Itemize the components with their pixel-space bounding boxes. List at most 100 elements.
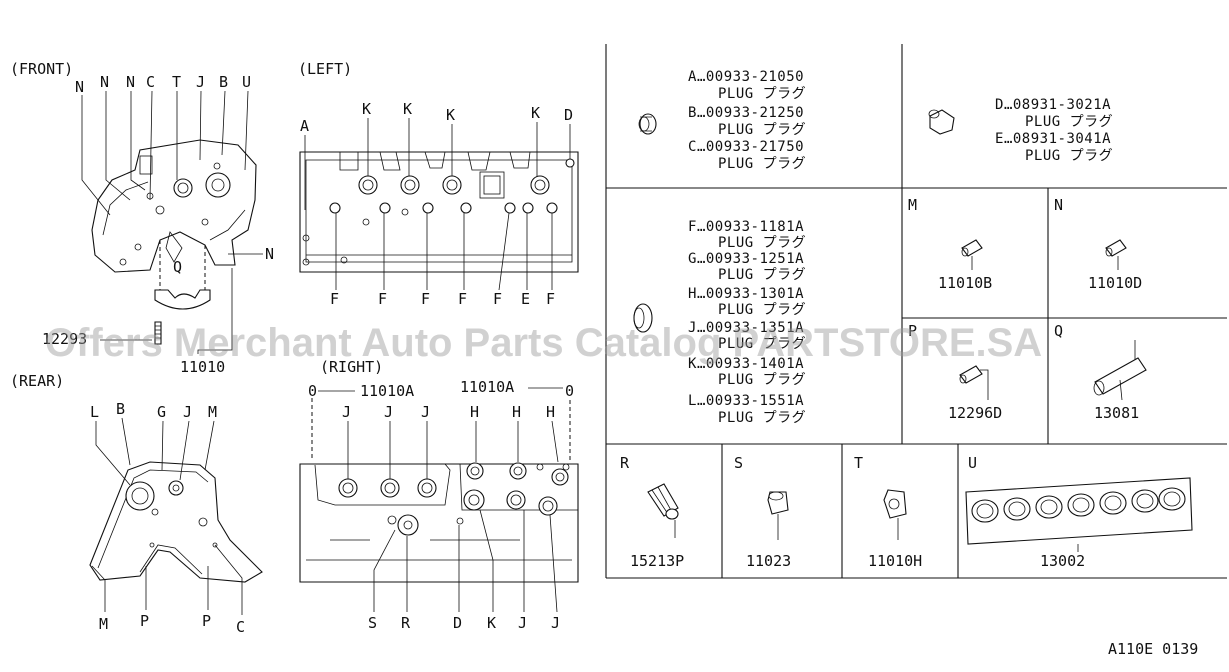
left-callout: F <box>458 290 467 308</box>
cell-r-letter: R <box>620 454 630 472</box>
front-callout: Q <box>173 258 182 276</box>
cell-n-letter: N <box>1054 196 1063 214</box>
cell-m-part: 11010B <box>938 274 992 292</box>
right-ref-left-mark: 0 <box>308 382 317 400</box>
left-callout: E <box>521 290 530 308</box>
left-callout: K <box>446 106 455 124</box>
plug-b-desc: PLUG プラグ <box>718 122 806 138</box>
front-bolt-part-number: 12293 <box>42 330 87 348</box>
left-callout: K <box>403 100 412 118</box>
rear-callout: M <box>208 403 217 421</box>
right-callout: S <box>368 614 377 632</box>
front-callout: N <box>75 78 84 96</box>
left-view-title: (LEFT) <box>298 60 352 78</box>
cell-q-part: 13081 <box>1094 404 1139 422</box>
right-callout: J <box>342 403 351 421</box>
dowel-m-icon <box>961 239 983 270</box>
left-callout: D <box>564 106 573 124</box>
rear-view-title: (REAR) <box>10 372 64 390</box>
plug-fl-icon <box>633 303 653 333</box>
cell-n-part: 11010D <box>1088 274 1142 292</box>
right-ref-left: 11010A <box>360 382 414 400</box>
plug-a-desc: PLUG プラグ <box>718 86 806 102</box>
rear-callout: P <box>202 612 211 630</box>
plug-l-desc: PLUG プラグ <box>718 410 806 426</box>
right-callout: H <box>470 403 479 421</box>
front-callout: N <box>100 73 109 91</box>
cell-s-letter: S <box>734 454 743 472</box>
legend-table: A…00933-21050 PLUG プラグ B…00933-21250 PLU… <box>605 44 1227 579</box>
plug-h-part: H…00933-1301A <box>688 286 804 302</box>
rear-view: (REAR) L B G J M M P P C <box>10 372 263 636</box>
plug-c-desc: PLUG プラグ <box>718 156 806 172</box>
front-block-part-number: 11010 <box>180 358 225 376</box>
plug-f-part: F…00933-1181A <box>688 219 804 235</box>
rear-callout: B <box>116 400 125 418</box>
rear-callout: L <box>90 403 99 421</box>
figure-code: A110E 0139 <box>1108 640 1198 658</box>
dowel-p-icon <box>959 365 989 400</box>
plug-k-desc: PLUG プラグ <box>718 372 806 388</box>
cell-t-part: 11010H <box>868 552 922 570</box>
cell-t-letter: T <box>854 454 863 472</box>
cell-s-part: 11023 <box>746 552 791 570</box>
right-callout: H <box>546 403 555 421</box>
right-view-title: (RIGHT) <box>320 358 383 376</box>
plug-a-part: A…00933-21050 <box>688 69 804 85</box>
sleeve-t-icon <box>883 489 907 540</box>
plug-g-desc: PLUG プラグ <box>718 267 806 283</box>
front-view-title: (FRONT) <box>10 60 73 78</box>
dowel-pipe-q-icon <box>1093 340 1147 401</box>
front-callout: T <box>172 73 181 91</box>
rear-callout: C <box>236 618 245 636</box>
left-callout: F <box>330 290 339 308</box>
front-callout: C <box>146 73 155 91</box>
plug-d-part: D…08931-3021A <box>995 97 1111 113</box>
cell-q-letter: Q <box>1054 322 1063 340</box>
plug-f-desc: PLUG プラグ <box>718 235 806 251</box>
right-callout: J <box>421 403 430 421</box>
dowel-n-icon <box>1105 239 1127 270</box>
rear-callout: P <box>140 612 149 630</box>
plug-c-part: C…00933-21750 <box>688 139 804 155</box>
plug-d-desc: PLUG プラグ <box>1025 114 1113 130</box>
plug-j-part: J…00933-1351A <box>688 320 804 336</box>
right-view: (RIGHT) 0 11010A 11010A 0 J J J H H H S … <box>299 358 579 632</box>
sleeve-s-icon <box>767 491 789 540</box>
rear-callout: G <box>157 403 166 421</box>
right-callout: J <box>384 403 393 421</box>
plug-l-part: L…00933-1551A <box>688 393 804 409</box>
cell-p-part: 12296D <box>948 404 1002 422</box>
right-callout: J <box>518 614 527 632</box>
plug-j-desc: PLUG プラグ <box>718 336 806 352</box>
left-callout: A <box>300 117 309 135</box>
watermark: Offers Merchant Auto Parts Catalog PARTS… <box>45 321 1042 365</box>
bearing-set-u-icon <box>965 477 1193 552</box>
left-callout: F <box>546 290 555 308</box>
front-callout: B <box>219 73 228 91</box>
left-callout: F <box>421 290 430 308</box>
plug-e-desc: PLUG プラグ <box>1025 148 1113 164</box>
front-callout: N <box>265 245 274 263</box>
left-callout: F <box>493 290 502 308</box>
right-callout: R <box>401 614 411 632</box>
plug-de-icon <box>928 109 955 135</box>
plug-b-part: B…00933-21250 <box>688 105 804 121</box>
sensor-r-icon <box>647 483 679 538</box>
plug-abc-icon <box>638 113 657 135</box>
plug-k-part: K…00933-1401A <box>688 356 804 372</box>
rear-callout: M <box>99 615 108 633</box>
right-ref-right-mark: 0 <box>565 382 574 400</box>
left-callout: K <box>362 100 371 118</box>
front-callout: U <box>242 73 251 91</box>
right-callout: J <box>551 614 560 632</box>
left-callout: F <box>378 290 387 308</box>
plug-h-desc: PLUG プラグ <box>718 302 806 318</box>
cell-r-part: 15213P <box>630 552 684 570</box>
front-callout: N <box>126 73 135 91</box>
right-callout: H <box>512 403 521 421</box>
plug-g-part: G…00933-1251A <box>688 251 804 267</box>
front-view: (FRONT) N N N C T J B U N Q 12293 11010 <box>10 60 274 376</box>
front-callout: J <box>196 73 205 91</box>
cell-u-part: 13002 <box>1040 552 1085 570</box>
